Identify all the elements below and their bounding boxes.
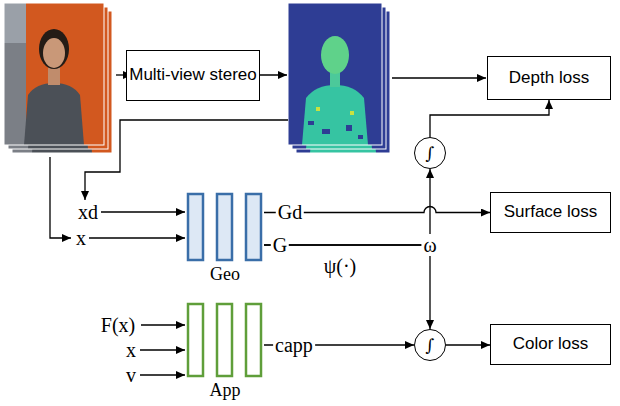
edge-label: capp bbox=[273, 334, 315, 356]
input-photo-stack bbox=[4, 3, 112, 153]
math-label: xd bbox=[76, 201, 100, 223]
loss-box: Color loss bbox=[490, 324, 611, 365]
wires bbox=[50, 75, 486, 375]
box-label: Depth loss bbox=[509, 68, 589, 88]
network-name: Geo bbox=[186, 265, 264, 285]
network-layer bbox=[188, 194, 203, 260]
connector bbox=[430, 100, 549, 137]
math-label: G bbox=[271, 234, 289, 256]
box-label: Multi-view stereo bbox=[129, 65, 257, 85]
connector bbox=[264, 245, 430, 329]
network-block: App bbox=[186, 302, 264, 402]
wire bbox=[140, 374, 185, 375]
wire bbox=[101, 211, 185, 212]
integral-sign: ∫ bbox=[426, 145, 435, 162]
wire bbox=[392, 77, 486, 78]
integral-circle: ∫ bbox=[414, 137, 446, 169]
wire bbox=[141, 324, 185, 325]
network-block: Geo bbox=[186, 192, 264, 292]
network-layer bbox=[246, 194, 261, 260]
wire bbox=[85, 120, 288, 200]
network-layer bbox=[188, 304, 203, 376]
network-name: App bbox=[186, 381, 264, 401]
box-label: Surface loss bbox=[504, 202, 598, 222]
edge-label: Gd bbox=[276, 201, 304, 223]
math-label: F(x) bbox=[99, 314, 137, 336]
math-label: ω bbox=[421, 234, 438, 256]
wire bbox=[50, 157, 71, 238]
layer-bars bbox=[186, 192, 264, 262]
depth-map-stack bbox=[288, 3, 390, 153]
box-label: Color loss bbox=[513, 334, 589, 354]
wire bbox=[89, 237, 185, 238]
integral-sign: ∫ bbox=[426, 337, 435, 354]
network-layer bbox=[217, 304, 232, 376]
math-label: v bbox=[124, 364, 138, 386]
math-label: x bbox=[124, 339, 138, 361]
network-layer bbox=[217, 194, 232, 260]
wire bbox=[140, 349, 185, 350]
integral-circle: ∫ bbox=[414, 329, 446, 361]
loss-box: Depth loss bbox=[487, 56, 611, 100]
loss-box: Surface loss bbox=[490, 192, 611, 233]
math-label: ψ(·) bbox=[322, 255, 359, 277]
math-label: x bbox=[74, 227, 88, 249]
process-box: Multi-view stereo bbox=[126, 50, 260, 101]
layer-bars bbox=[186, 302, 264, 378]
network-layer bbox=[246, 304, 261, 376]
connector bbox=[446, 344, 490, 345]
